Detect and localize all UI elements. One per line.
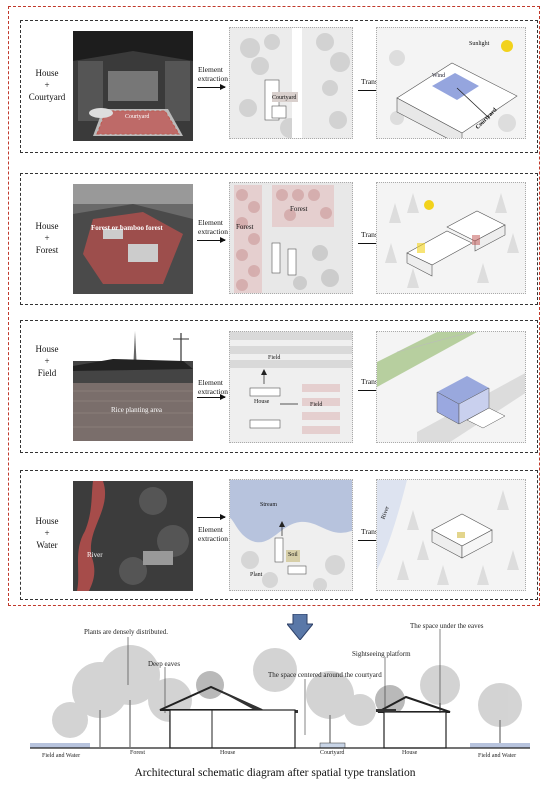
ground-label: House <box>220 750 236 756</box>
card-label-house: House <box>254 399 270 405</box>
panel-courtyard: House+Courtyard Courtyard Element extrac… <box>20 20 538 153</box>
translation-card <box>376 182 526 294</box>
extract-label: Element extraction <box>198 65 228 83</box>
card-label: Courtyard <box>272 95 297 101</box>
section-drawing <box>30 615 530 765</box>
card-label-soil: Soil <box>288 552 298 558</box>
annotation-courtyard-space: The space centered around the courtyard <box>268 671 382 679</box>
card-label-plant: Plant <box>250 572 263 578</box>
outer-frame <box>8 6 540 606</box>
extraction-card: Courtyard <box>229 27 353 139</box>
panel-forest: House+Forest Forest or bamboo forest Ele… <box>20 173 538 305</box>
annotation-under-eaves: The space under the eaves <box>410 622 484 630</box>
ground-label: Field and Water <box>478 753 517 759</box>
card-label-forest-top: Forest <box>290 205 308 213</box>
translation-card <box>376 331 526 443</box>
extract-arrow <box>197 514 226 520</box>
extraction-card: Field House Field <box>229 331 353 443</box>
extract-label: Element extraction <box>198 525 228 543</box>
extract-arrow <box>197 237 226 243</box>
ground-label: Forest <box>130 750 145 756</box>
courtyard-photo: Courtyard <box>73 31 193 141</box>
card-label-field-top: Field <box>268 355 281 361</box>
photo-label: Forest or bamboo forest <box>91 224 163 232</box>
water-photo: River <box>73 481 193 591</box>
figure-caption: Architectural schematic diagram after sp… <box>134 767 416 779</box>
panel-label: House+Field <box>35 344 59 378</box>
down-arrow-icon <box>285 613 315 641</box>
card-label-field-right: Field <box>310 402 323 408</box>
panel-label: House+Courtyard <box>28 68 66 102</box>
ground-label: House <box>402 750 418 756</box>
panel-label: House+Water <box>35 516 59 550</box>
annotation-plants: Plants are densely distributed. <box>84 628 168 636</box>
ground-label: Courtyard <box>320 750 345 756</box>
photo-label: Courtyard <box>125 114 150 120</box>
translation-card: Sunlight Wind Courtyard <box>376 27 526 139</box>
card-label-stream: Stream <box>260 502 277 508</box>
card-label-forest-left: Forest <box>236 223 254 231</box>
panel-label: House+Forest <box>35 221 59 255</box>
translation-card: River <box>376 479 526 591</box>
extract-arrow <box>197 394 226 400</box>
extraction-card: Forest Forest <box>229 182 353 294</box>
photo-label: Rice planting area <box>111 406 162 414</box>
panel-field: House+Field Rice planting area Element e… <box>20 320 538 453</box>
photo-label: River <box>87 551 103 559</box>
annotation-sightseeing: Sightseeing platform <box>352 650 411 658</box>
extract-label: Element extraction <box>198 218 228 236</box>
forest-photo: Forest or bamboo forest <box>73 184 193 294</box>
wind-label: Wind <box>432 73 446 79</box>
panel-water: House+Water River Element extraction Str… <box>20 470 538 600</box>
extract-arrow <box>197 84 226 90</box>
field-photo: Rice planting area <box>73 331 193 441</box>
ground-label: Field and Water <box>42 753 81 759</box>
extract-label: Element extraction <box>198 378 228 396</box>
sunlight-label: Sunlight <box>469 41 490 47</box>
extraction-card: Stream Soil Plant <box>229 479 353 591</box>
annotation-deep-eaves: Deep eaves <box>148 660 181 668</box>
